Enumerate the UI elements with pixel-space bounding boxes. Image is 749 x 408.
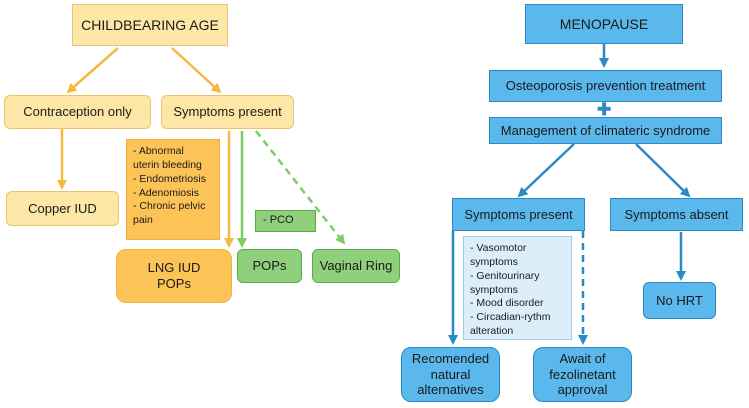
plus-icon: ✚	[597, 100, 612, 119]
arrow-childbearing-to-contraception	[66, 47, 119, 94]
left-symptom-line: - Chronic pelvic	[133, 200, 206, 213]
right-symptom-line: - Mood disorder	[470, 297, 544, 310]
vaginal-ring-label: Vaginal Ring	[319, 258, 393, 274]
menopause-box: MENOPAUSE	[525, 4, 683, 44]
symptoms-present-right-box: Symptoms present	[452, 198, 585, 231]
natural-alternatives-line: alternatives	[417, 382, 484, 398]
vaginal-ring-box: Vaginal Ring	[312, 249, 400, 283]
left-symptom-line: - Abnormal	[133, 145, 184, 157]
left-symptom-line: pain	[133, 214, 153, 227]
fezolinetant-line: fezolinetant	[549, 366, 616, 382]
childbearing-age-box: CHILDBEARING AGE	[72, 4, 228, 46]
right-symptom-line: - Circadian-rythm	[470, 311, 551, 324]
fezolinetant-box: Await of fezolinetant approval	[533, 347, 632, 402]
climateric-box: Management of climateric syndrome	[489, 117, 722, 144]
pops-label: POPs	[252, 258, 287, 274]
symptoms-present-left-label: Symptoms present	[173, 104, 282, 120]
right-symptom-line: alteration	[470, 325, 514, 338]
pco-box: - PCO	[255, 210, 316, 232]
right-symptom-line: symptoms	[470, 255, 518, 268]
left-symptom-list-box: - Abnormal uterin bleeding - Endometrios…	[126, 139, 220, 240]
symptoms-absent-label: Symptoms absent	[624, 206, 729, 222]
no-hrt-label: No HRT	[656, 292, 703, 308]
climateric-label: Management of climateric syndrome	[500, 122, 711, 138]
right-symptom-line: - Genitourinary	[470, 269, 540, 282]
right-symptom-line: - Vasomotor	[470, 242, 527, 254]
fezolinetant-line: Await of	[559, 351, 606, 367]
arrow-climateric-to-symptoms-absent	[635, 143, 691, 198]
right-symptom-line: symptoms	[470, 283, 518, 296]
natural-alternatives-line: natural	[430, 366, 471, 382]
natural-alternatives-box: Recomended natural alternatives	[401, 347, 500, 402]
left-symptom-line: - Endometriosis	[133, 172, 206, 185]
lng-iud-label: LNG IUD	[147, 260, 201, 276]
pops-box: POPs	[237, 249, 302, 283]
pco-label: - PCO	[263, 214, 294, 227]
right-symptom-list-box: - Vasomotor symptoms - Genitourinary sym…	[463, 236, 572, 340]
osteoporosis-label: Osteoporosis prevention treatment	[505, 78, 706, 94]
arrow-climateric-to-symptoms-present	[517, 143, 575, 198]
childbearing-age-label: CHILDBEARING AGE	[81, 16, 219, 33]
left-symptom-line: uterin bleeding	[133, 158, 202, 171]
arrow-childbearing-to-symptoms	[171, 47, 222, 94]
copper-iud-box: Copper IUD	[6, 191, 119, 226]
symptoms-absent-box: Symptoms absent	[610, 198, 743, 231]
contraception-only-label: Contraception only	[23, 104, 132, 120]
left-symptom-line: - Adenomiosis	[133, 186, 199, 199]
fezolinetant-line: approval	[557, 382, 608, 398]
symptoms-present-left-box: Symptoms present	[161, 95, 294, 129]
no-hrt-box: No HRT	[643, 282, 716, 319]
symptoms-present-right-label: Symptoms present	[464, 206, 573, 222]
pops-combo-label: POPs	[157, 276, 191, 291]
osteoporosis-box: Osteoporosis prevention treatment	[489, 70, 722, 102]
lng-iud-pops-box: LNG IUD POPs	[116, 249, 232, 303]
natural-alternatives-line: Recomended	[411, 351, 490, 367]
menopause-label: MENOPAUSE	[559, 15, 649, 32]
copper-iud-label: Copper IUD	[28, 200, 97, 216]
contraception-only-box: Contraception only	[4, 95, 151, 129]
